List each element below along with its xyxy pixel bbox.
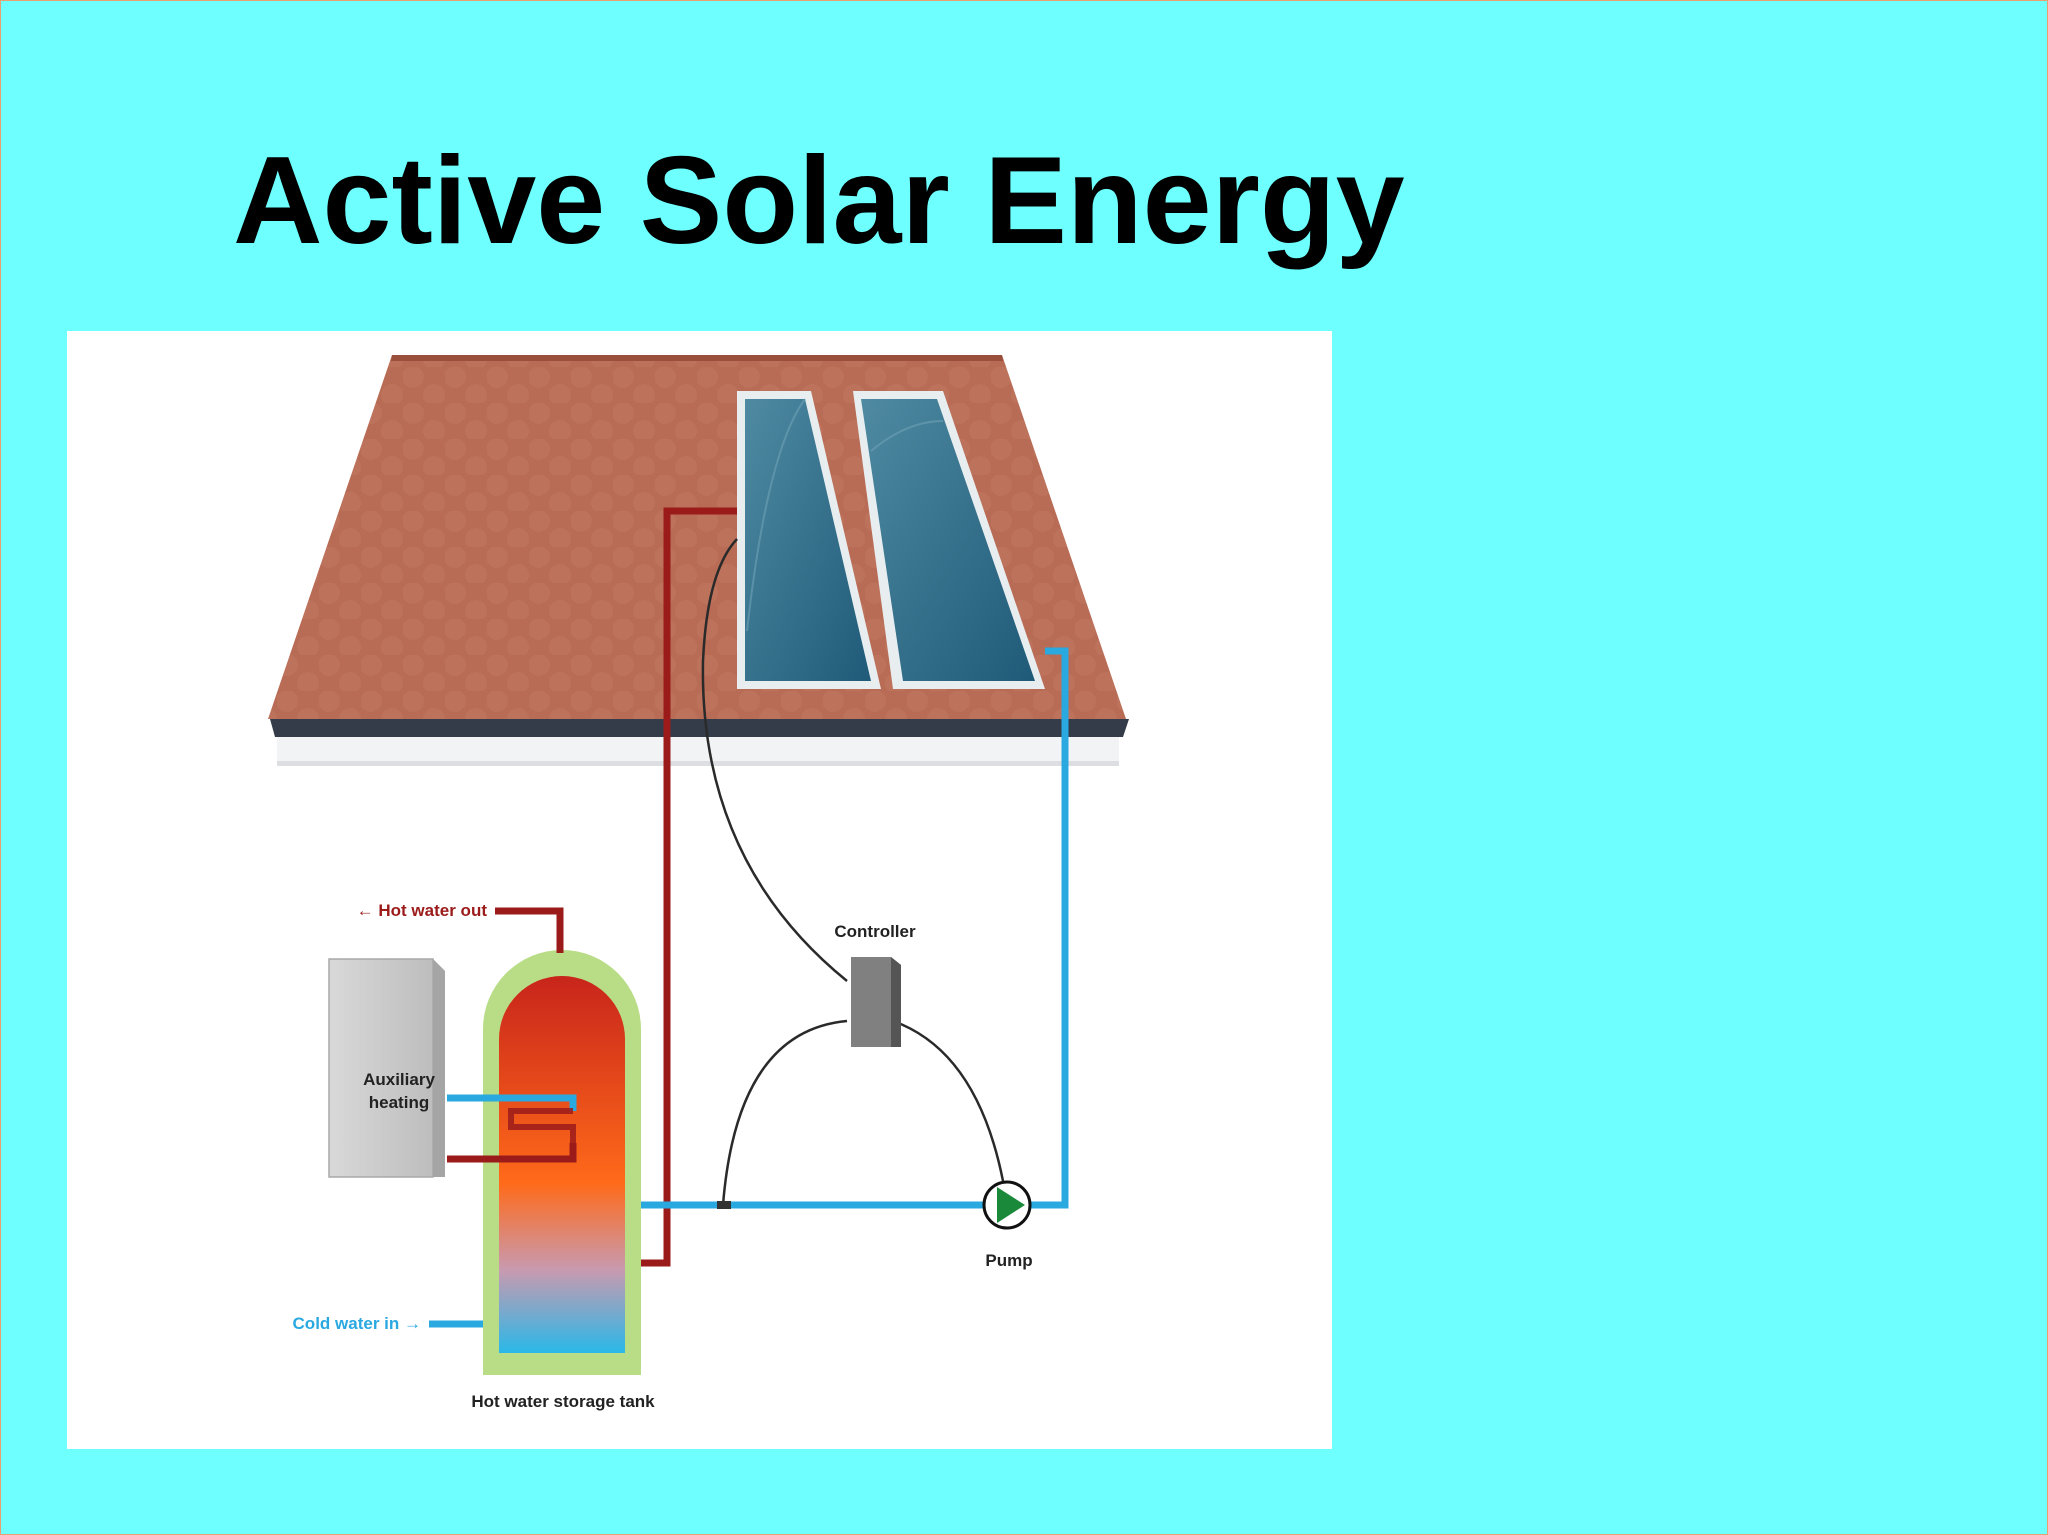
auxiliary-heating-box <box>328 958 445 1178</box>
auxiliary-hot-pipe <box>447 1143 577 1163</box>
upper-coil <box>508 1108 576 1143</box>
controller <box>851 957 901 1047</box>
cold-water-in-label: Cold water in → <box>293 1314 421 1333</box>
solar-water-heating-diagram: Controller Pump Auxiliary heating <box>67 331 1332 1449</box>
controller-cable-left <box>721 1019 848 1206</box>
tank-label: Hot water storage tank <box>471 1392 655 1411</box>
sensor-cable <box>701 538 848 982</box>
auxiliary-cold-pipe <box>447 1094 577 1111</box>
auxiliary-heating-label-2: heating <box>369 1093 429 1112</box>
slide-title: Active Solar Energy <box>233 132 1405 270</box>
pump-label: Pump <box>985 1251 1032 1270</box>
hot-water-out-label: ← Hot water out <box>357 901 488 920</box>
diagram-svg: Controller Pump Auxiliary heating <box>268 355 1129 1411</box>
pump-icon <box>982 1180 1032 1230</box>
controller-label: Controller <box>834 922 916 941</box>
solar-panels <box>737 391 1045 689</box>
auxiliary-heating-label-1: Auxiliary <box>363 1070 435 1089</box>
controller-cable-right <box>892 1019 1005 1182</box>
hot-water-out-pipe <box>495 907 564 953</box>
sensor-junction <box>717 1201 731 1209</box>
cold-pipe-collector <box>549 647 1069 1209</box>
